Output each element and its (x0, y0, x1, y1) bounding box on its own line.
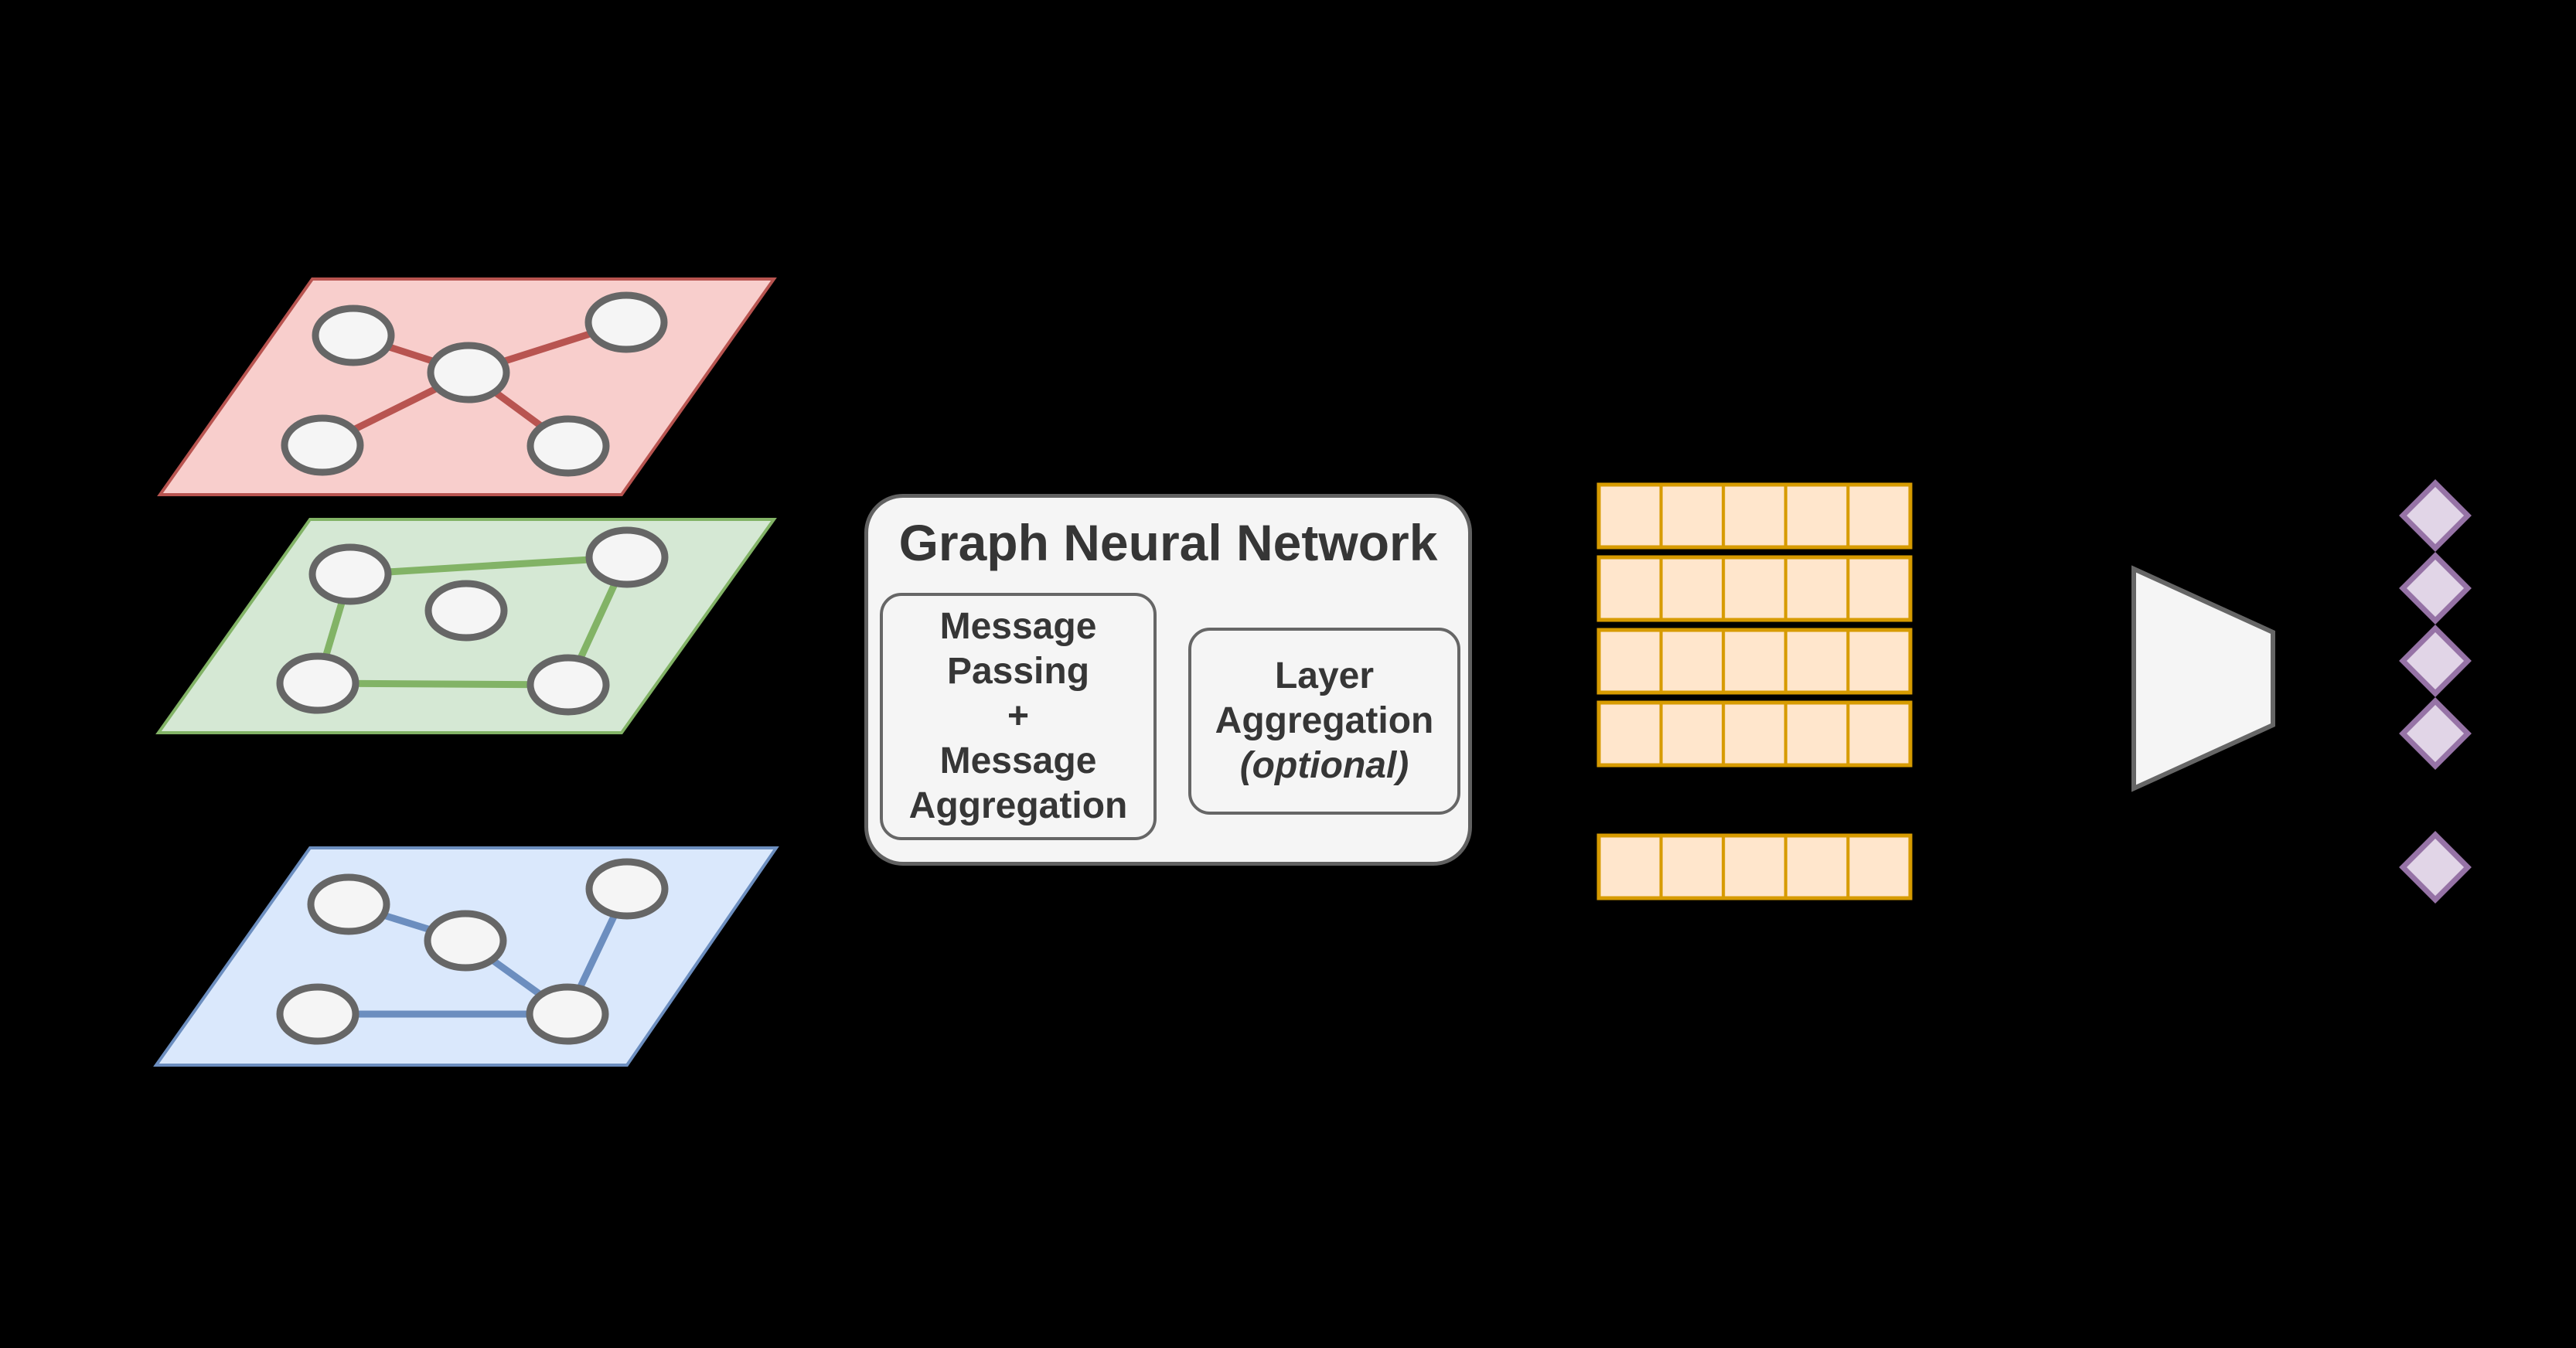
output-diamond (2399, 831, 2472, 904)
graph-node-green (276, 652, 359, 714)
graph-node-red (312, 305, 395, 366)
message-box-line: Passing (946, 651, 1090, 692)
graph-node-blue (585, 858, 669, 920)
embedding-cell (1659, 556, 1726, 621)
embedding-cell (1784, 483, 1850, 549)
graph-node-blue (526, 983, 609, 1045)
output-diamond (2399, 479, 2472, 552)
embedding-cell (1846, 628, 1912, 694)
message-box-line: Message (939, 740, 1097, 781)
graph-node-green (424, 580, 508, 642)
embedding-cell (1597, 834, 1663, 900)
embedding-cell (1659, 834, 1726, 900)
message-box-line: Aggregation (908, 785, 1128, 826)
graph-node-blue (424, 910, 507, 972)
embedding-row (1596, 555, 1913, 622)
embedding-cell (1659, 701, 1726, 767)
embedding-cell (1784, 701, 1850, 767)
gnn-box: Graph Neural Network Message Passing + M… (864, 494, 1472, 866)
embedding-cell (1597, 556, 1663, 621)
layer-aggregation-box: Layer Aggregation (optional) (1188, 628, 1460, 815)
graph-node-red (281, 414, 364, 476)
embedding-row (1596, 700, 1913, 768)
embedding-cell (1722, 483, 1787, 549)
embedding-row (1596, 833, 1913, 900)
embedding-cell (1597, 483, 1663, 549)
embedding-cell (1659, 628, 1726, 694)
graph-node-green (585, 526, 669, 588)
embedding-cell (1722, 556, 1787, 621)
embedding-cell (1722, 628, 1787, 694)
embedding-cell (1659, 483, 1726, 549)
graph-node-red (427, 342, 510, 403)
readout-funnel (2131, 565, 2275, 792)
output-diamond (2399, 697, 2472, 770)
graph-edge-green (317, 679, 569, 689)
graph-node-blue (307, 873, 390, 935)
graph-node-green (308, 543, 392, 605)
embedding-cell (1784, 834, 1850, 900)
embedding-cell (1846, 834, 1912, 900)
graph-node-red (526, 415, 610, 477)
graph-node-red (584, 291, 668, 353)
output-diamond (2399, 625, 2472, 697)
layer-box-line-optional: (optional) (1239, 745, 1409, 786)
message-box-line: + (1007, 696, 1030, 737)
embedding-row (1596, 628, 1913, 695)
embedding-cell (1846, 556, 1912, 621)
embedding-cell (1597, 628, 1663, 694)
graph-edge-green (349, 553, 628, 578)
embedding-cell (1597, 701, 1663, 767)
graph-node-blue (276, 983, 359, 1045)
embedding-cell (1784, 556, 1850, 621)
embedding-cell (1846, 483, 1912, 549)
message-passing-box: Message Passing + Message Aggregation (880, 593, 1157, 840)
gnn-box-title: Graph Neural Network (898, 514, 1438, 571)
embedding-cell (1722, 834, 1787, 900)
embedding-row (1596, 482, 1913, 550)
output-diamond (2399, 552, 2472, 625)
message-box-line: Message (939, 606, 1097, 647)
layer-box-line: Layer (1274, 655, 1375, 696)
graph-node-green (526, 654, 610, 716)
embedding-cell (1722, 701, 1787, 767)
layer-box-line: Aggregation (1215, 700, 1434, 741)
embedding-cell (1846, 701, 1912, 767)
embedding-cell (1784, 628, 1850, 694)
